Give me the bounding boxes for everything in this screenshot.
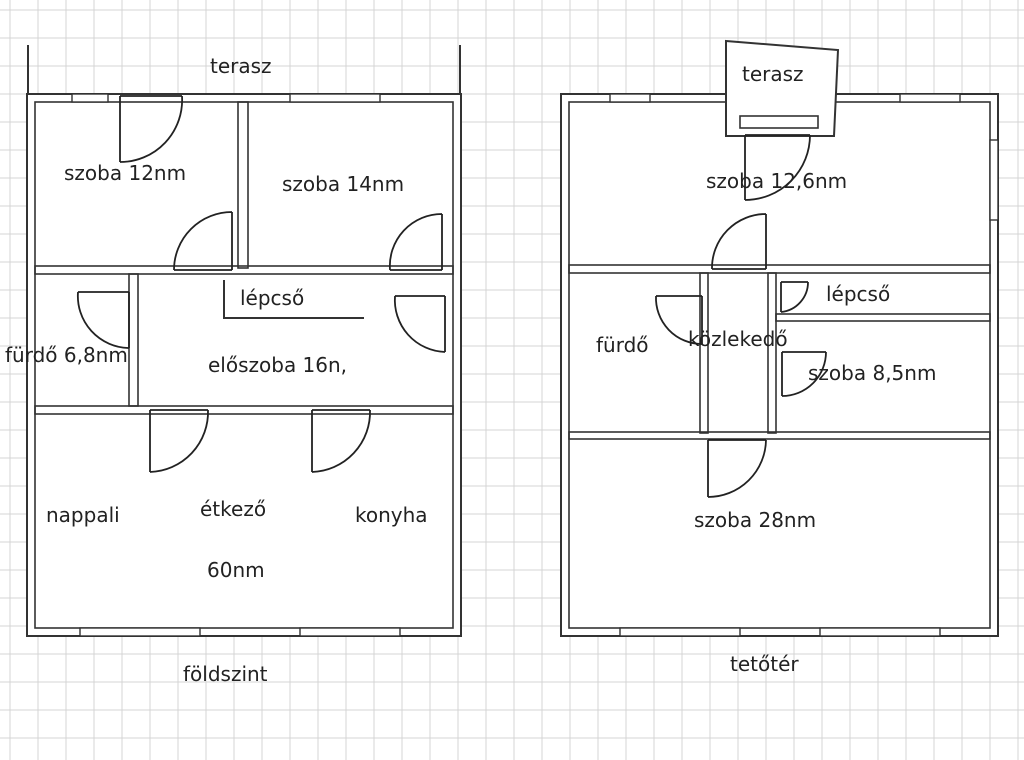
room-label-szoba-28: szoba 28nm bbox=[694, 508, 816, 532]
room-label-szoba-12: szoba 12nm bbox=[64, 161, 186, 185]
attic-outer-walls bbox=[560, 93, 999, 637]
balcony-outline bbox=[725, 39, 840, 137]
door-swing-icon bbox=[744, 134, 811, 201]
ground-interior-walls bbox=[34, 101, 454, 415]
door-swing-icon bbox=[388, 213, 443, 271]
attic-terrace-label: terasz bbox=[742, 62, 804, 86]
stairs-symbol bbox=[223, 280, 364, 319]
door-swing-icon bbox=[781, 351, 827, 397]
ground-doors bbox=[76, 95, 446, 473]
door-swing-icon bbox=[149, 409, 209, 473]
room-label-szoba-8-5: szoba 8,5nm bbox=[808, 361, 936, 385]
room-label-attic-stairs: lépcső bbox=[826, 282, 890, 306]
door-swing-icon bbox=[393, 295, 446, 353]
attic-caption: tetőtér bbox=[730, 652, 799, 676]
room-label-corridor: közlekedő bbox=[688, 327, 788, 351]
room-label-kitchen: konyha bbox=[355, 503, 428, 527]
attic-interior-walls bbox=[568, 264, 991, 440]
door-swing-icon bbox=[173, 211, 233, 271]
door-swing-icon bbox=[707, 439, 767, 498]
door-swing-icon bbox=[711, 213, 767, 270]
room-label-hall: előszoba 16n, bbox=[208, 353, 347, 377]
attic-windows bbox=[609, 93, 999, 637]
door-swing-icon bbox=[76, 291, 130, 349]
room-label-szoba-12-6: szoba 12,6nm bbox=[706, 169, 847, 193]
ground-floor-plan: terasz szoba 12nm szoba 14nm lépcső fürd… bbox=[5, 45, 462, 686]
door-swing-icon bbox=[780, 281, 809, 313]
ground-outer-walls bbox=[26, 93, 462, 637]
attic-doors bbox=[655, 134, 827, 498]
ground-floor-caption: földszint bbox=[183, 662, 268, 686]
room-label-area: 60nm bbox=[207, 558, 265, 582]
ground-windows bbox=[71, 93, 401, 637]
room-label-living: nappali bbox=[46, 503, 120, 527]
balcony-door-frame bbox=[739, 115, 819, 129]
room-label-szoba-14: szoba 14nm bbox=[282, 172, 404, 196]
room-label-attic-bath: fürdő bbox=[596, 333, 649, 357]
door-swing-icon bbox=[311, 409, 371, 473]
room-label-bath: fürdő 6,8nm bbox=[5, 343, 128, 367]
door-swing-icon bbox=[655, 295, 703, 345]
ground-terrace-label: terasz bbox=[210, 54, 272, 78]
room-label-dining: étkező bbox=[200, 497, 266, 521]
door-swing-icon bbox=[119, 95, 183, 163]
room-label-stairs: lépcső bbox=[240, 286, 304, 310]
attic-plan: terasz szoba 12,6nm fürdő közlekedő lépc… bbox=[560, 39, 999, 676]
